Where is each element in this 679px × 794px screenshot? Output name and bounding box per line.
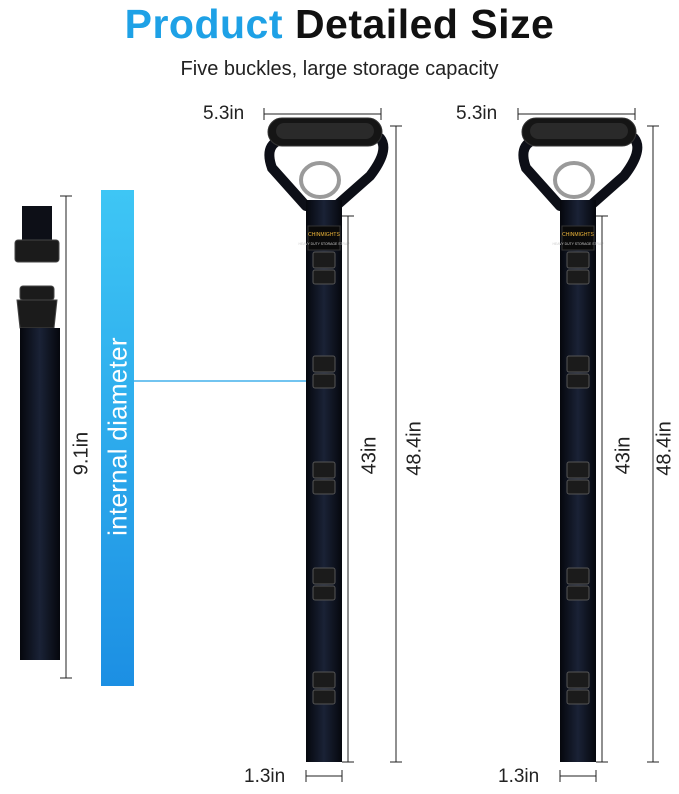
- brand-tag-2: CHINMIGHTS: [562, 232, 594, 238]
- strap1-buckle-5-bottom: [312, 689, 336, 705]
- strap2-buckle-3-top: [566, 461, 590, 479]
- loop-strap-top-end: [22, 206, 52, 242]
- loop-buckle-male-top: [19, 285, 55, 301]
- tag-text-1: HEAVY DUTY STORAGE STRAP: [299, 242, 351, 246]
- page-title: Product Detailed Size: [0, 0, 679, 48]
- strap2-buckle-5-bottom: [566, 689, 590, 705]
- strap2-buckle-5-top: [566, 671, 590, 689]
- strap1-buckle-4-bottom: [312, 585, 336, 601]
- strap2-buckle-2-top: [566, 355, 590, 373]
- brand-tag-1: CHINMIGHTS: [308, 232, 340, 238]
- strap2-buckle-2-bottom: [566, 373, 590, 389]
- title-rest: Detailed Size: [294, 1, 555, 47]
- strap-width-label-1: 1.3in: [244, 766, 286, 787]
- loop-buckle-female: [14, 239, 60, 263]
- strap2-buckle-1-bottom: [566, 269, 590, 285]
- internal-diameter-band: [101, 190, 134, 686]
- buckle-span-label-1: 43in: [358, 436, 381, 475]
- strap1-buckle-5-top: [312, 671, 336, 689]
- d-ring-2: [553, 161, 595, 199]
- storage-strap-2: CHINMIGHTS HEAVY DUTY STORAGE STRAP: [517, 108, 659, 782]
- handle-width-label-1: 5.3in: [203, 103, 245, 124]
- loop-buckle-male: [16, 299, 58, 329]
- d-ring-1: [299, 161, 341, 199]
- strap2-buckle-1-top: [566, 251, 590, 269]
- strap1-buckle-3-bottom: [312, 479, 336, 495]
- title-accent: Product: [124, 1, 284, 47]
- storage-strap-1: CHINMIGHTS HEAVY DUTY STORAGE STRAP: [263, 108, 402, 782]
- internal-diameter-label: internal diameter: [102, 337, 133, 536]
- strap-width-label-2: 1.3in: [498, 766, 540, 787]
- tag-text-2: HEAVY DUTY STORAGE STRAP: [553, 242, 605, 246]
- strap1-buckle-3-top: [312, 461, 336, 479]
- strap1-buckle-1-top: [312, 251, 336, 269]
- total-length-label-2: 48.4in: [653, 421, 676, 476]
- loop-strap-body: [20, 328, 60, 660]
- strap1-buckle-1-bottom: [312, 269, 336, 285]
- buckle-span-label-2: 43in: [612, 436, 635, 475]
- page-subtitle: Five buckles, large storage capacity: [180, 58, 499, 80]
- strap2-buckle-4-bottom: [566, 585, 590, 601]
- strap2-buckle-3-bottom: [566, 479, 590, 495]
- handle-width-label-2: 5.3in: [456, 103, 498, 124]
- total-length-label-1: 48.4in: [403, 421, 426, 476]
- loop-strap: [14, 195, 72, 679]
- loop-length-label: 9.1in: [70, 431, 93, 476]
- strap1-buckle-2-bottom: [312, 373, 336, 389]
- strap1-buckle-2-top: [312, 355, 336, 373]
- strap1-buckle-4-top: [312, 567, 336, 585]
- strap2-buckle-4-top: [566, 567, 590, 585]
